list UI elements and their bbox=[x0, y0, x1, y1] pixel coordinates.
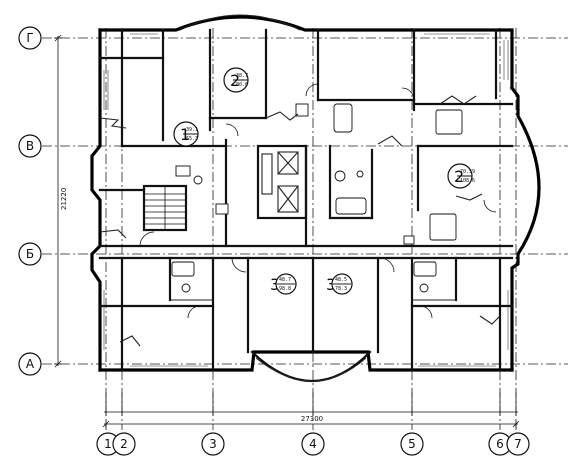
bathtub bbox=[413, 261, 437, 277]
toilet bbox=[295, 103, 309, 117]
apartment-area-bottom: 80.6 bbox=[236, 82, 248, 88]
apartment-area-bottom: 65.3 bbox=[186, 136, 198, 142]
apartment-area-top: 48.7 bbox=[279, 277, 291, 283]
bathtub bbox=[435, 109, 463, 135]
bathtub bbox=[429, 213, 457, 241]
apartment-area-top: 70.59 bbox=[460, 169, 475, 175]
fixtures bbox=[99, 33, 509, 367]
apartment-label: 1 39.1 65.3 bbox=[173, 121, 199, 147]
sink bbox=[403, 235, 415, 245]
axis-label: 7 bbox=[514, 437, 522, 451]
axis-bubble-6: 6 bbox=[488, 432, 512, 456]
axis-label: 3 bbox=[209, 437, 217, 451]
toilet bbox=[193, 175, 203, 185]
sink bbox=[215, 203, 229, 215]
bathtub bbox=[333, 103, 353, 133]
apartment-label: 2 70.59 108.6 bbox=[447, 163, 475, 189]
axis-bubble-b: Б bbox=[18, 242, 42, 266]
axis-label: Б bbox=[26, 247, 34, 261]
apartment-rooms: 2 bbox=[230, 71, 240, 90]
apartment-label: 3 48.5 78.3 bbox=[326, 273, 353, 295]
apartment-area-bottom: 108.6 bbox=[460, 178, 475, 184]
apartment-rooms: 3 bbox=[326, 275, 336, 294]
sink bbox=[356, 170, 364, 178]
axis-label: 5 bbox=[408, 437, 416, 451]
axis-bubble-5: 5 bbox=[400, 432, 424, 456]
axis-label: 1 bbox=[104, 437, 112, 451]
axis-label: В bbox=[26, 139, 34, 153]
bathtub bbox=[171, 261, 195, 277]
toilet bbox=[334, 170, 346, 182]
internal-walls bbox=[98, 28, 514, 372]
axis-bubbles: Г В Б А 1 2 3 4 bbox=[18, 26, 530, 456]
bathtub bbox=[335, 197, 367, 215]
axis-bubble-3: 3 bbox=[201, 432, 225, 456]
toilet bbox=[181, 283, 191, 293]
apartment-area-top: 38.7 bbox=[236, 73, 248, 79]
axis-label: А bbox=[26, 357, 35, 371]
toilet bbox=[419, 283, 429, 293]
axis-bubble-2: 2 bbox=[112, 432, 136, 456]
axis-bubble-7: 7 bbox=[506, 432, 530, 456]
apartment-area-bottom: 78.3 bbox=[335, 286, 347, 292]
apartment-rooms: 1 bbox=[180, 125, 190, 144]
axis-label: 6 bbox=[496, 437, 504, 451]
axis-bubble-4: 4 bbox=[301, 432, 325, 456]
apartment-area-bottom: 98.8 bbox=[279, 286, 291, 292]
apartment-area-top: 39.1 bbox=[186, 127, 198, 133]
sink bbox=[175, 165, 191, 177]
apartment-rooms: 3 bbox=[270, 275, 280, 294]
apartment-rooms: 2 bbox=[454, 167, 464, 186]
axis-bubble-v: В bbox=[18, 134, 42, 158]
overall-width-dimension: 27300 bbox=[301, 415, 323, 423]
building-outline bbox=[90, 14, 541, 382]
axis-label: 4 bbox=[309, 437, 317, 451]
axis-label: 2 bbox=[120, 437, 128, 451]
overall-height-dimension: 21220 bbox=[60, 188, 68, 210]
axis-bubble-g: Г bbox=[18, 26, 42, 50]
apartment-area-top: 48.5 bbox=[335, 277, 347, 283]
axis-label: Г bbox=[26, 31, 33, 45]
dimension-lines: 21220 27300 bbox=[54, 34, 520, 428]
apartment-labels: 2 38.7 80.6 1 39.1 65.3 2 70.59 108.6 3 … bbox=[173, 67, 475, 295]
axis-bubble-a: А bbox=[18, 352, 42, 376]
apartment-label: 3 48.7 98.8 bbox=[270, 273, 297, 295]
apartment-label: 2 38.7 80.6 bbox=[223, 67, 249, 93]
